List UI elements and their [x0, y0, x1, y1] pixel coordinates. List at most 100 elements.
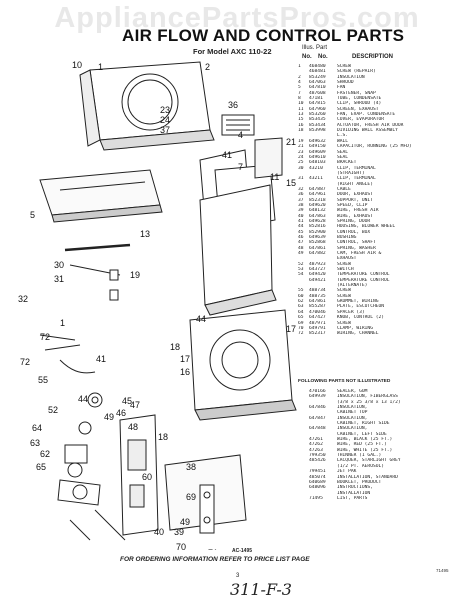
- callout-label: 13: [140, 229, 150, 239]
- part-number: 853249: [309, 74, 326, 80]
- part-description: WIRE, RED (25 FT.): [337, 442, 387, 448]
- col-header-partno: No.: [318, 54, 328, 60]
- callout-label: 71: [208, 548, 218, 550]
- illus-number: 23: [298, 149, 304, 155]
- part-description: COVER, EVAPORATOR: [337, 117, 385, 123]
- illus-number: 72: [298, 331, 304, 337]
- illus-number: 41: [298, 218, 304, 224]
- part-number: 853434: [309, 122, 326, 128]
- callout-label: 2: [205, 62, 210, 72]
- illus-number: 65: [298, 315, 304, 321]
- parts-row: 649421 TEMPERATURE CONTROL: [298, 278, 470, 283]
- callout-label: 18: [158, 432, 168, 442]
- illus-number: 36: [298, 192, 304, 198]
- callout-label: 62: [40, 449, 50, 459]
- part-number: 647961: [309, 192, 326, 198]
- part-number: 852317: [309, 331, 326, 337]
- part-number: 647063: [309, 80, 326, 86]
- illus-number: 32: [298, 186, 304, 192]
- part-description: CLIP, SHROUD (4): [337, 101, 382, 107]
- part-number: 649620: [309, 202, 326, 208]
- callout-label: 70: [176, 542, 186, 550]
- part-description: SEAL: [337, 149, 349, 155]
- part-description: CABLE: [337, 186, 351, 192]
- page-title: AIR FLOW AND CONTROL PARTS: [122, 26, 405, 45]
- col-header-description: DESCRIPTION: [352, 54, 394, 60]
- part-description: CABINET TOP: [337, 410, 368, 416]
- parts-row: CABINET, RIGHT SIDE: [298, 421, 470, 426]
- part-number: 47263: [309, 447, 323, 453]
- illus-number: 24: [298, 154, 304, 160]
- part-description: CLIP, TERMINAL: [337, 176, 376, 182]
- part-description: SUPPORT, UNIT: [337, 197, 373, 203]
- callout-label: 52: [48, 405, 58, 415]
- callout-label: 23: [160, 105, 170, 115]
- callout-label: 38: [186, 462, 196, 472]
- part-description: SWITCH: [337, 267, 354, 273]
- part-number: 648096: [309, 485, 326, 491]
- part-number: 649609: [309, 149, 326, 155]
- illus-number: 5: [298, 85, 301, 91]
- part-description: INSULATION,: [337, 405, 368, 411]
- part-number: 649421: [309, 277, 326, 283]
- part-description: CAPACITOR, RUNNING (25 MFD): [337, 144, 412, 150]
- callout-label: 18: [170, 342, 180, 352]
- part-description: SPRING, DOOR: [337, 218, 371, 224]
- page-number: 3: [236, 573, 240, 579]
- part-description: WALL: [337, 138, 349, 144]
- part-description: SEAL: [337, 154, 349, 160]
- callout-label: 21: [286, 137, 296, 147]
- callout-label: 31: [54, 274, 64, 284]
- part-description: WIRING, CHANNEL: [337, 331, 379, 337]
- part-description: INSTALLATION, STANDARD: [337, 474, 398, 480]
- callout-label: 37: [160, 125, 170, 135]
- part-description: TEMPERATURE CONTROL: [337, 277, 390, 283]
- part-description: SPEED, CLIP: [337, 202, 368, 208]
- callout-label: 64: [32, 423, 42, 433]
- callout-label: 32: [18, 294, 28, 304]
- part-description: ACTUATOR, FRESH AIR DOOR: [337, 122, 404, 128]
- part-description: THINNER (1 GAL.): [337, 453, 382, 459]
- part-number: 852318: [309, 197, 326, 203]
- part-number: 647960: [309, 106, 326, 112]
- part-number: 647887: [309, 186, 326, 192]
- part-number: 470046: [309, 309, 326, 315]
- illus-number: 2: [298, 74, 301, 80]
- callout-label: 39: [174, 527, 184, 537]
- part-description: INSULATION,: [337, 415, 368, 421]
- callout-label: 63: [30, 438, 40, 448]
- part-description: (1/2 PT. AEROSOL): [337, 463, 385, 469]
- callout-label: 10: [72, 60, 82, 70]
- part-description: SEALER, GUM: [337, 389, 368, 394]
- not-illustrated-heading: FOLLOWING PARTS NOT ILLUSTRATED: [298, 379, 391, 384]
- part-description: (ALTERNATE): [337, 283, 368, 289]
- callout-label: 49: [180, 517, 190, 527]
- callout-label: 4: [238, 130, 243, 140]
- part-description: SCREW: [337, 261, 351, 267]
- part-description: INSULATION: [337, 74, 365, 80]
- illus-number: 21: [298, 144, 304, 150]
- part-number: 43210: [309, 165, 323, 171]
- col-header-no: No.: [302, 54, 312, 60]
- list-code: 71495: [436, 568, 449, 573]
- part-number: 71495: [309, 495, 323, 501]
